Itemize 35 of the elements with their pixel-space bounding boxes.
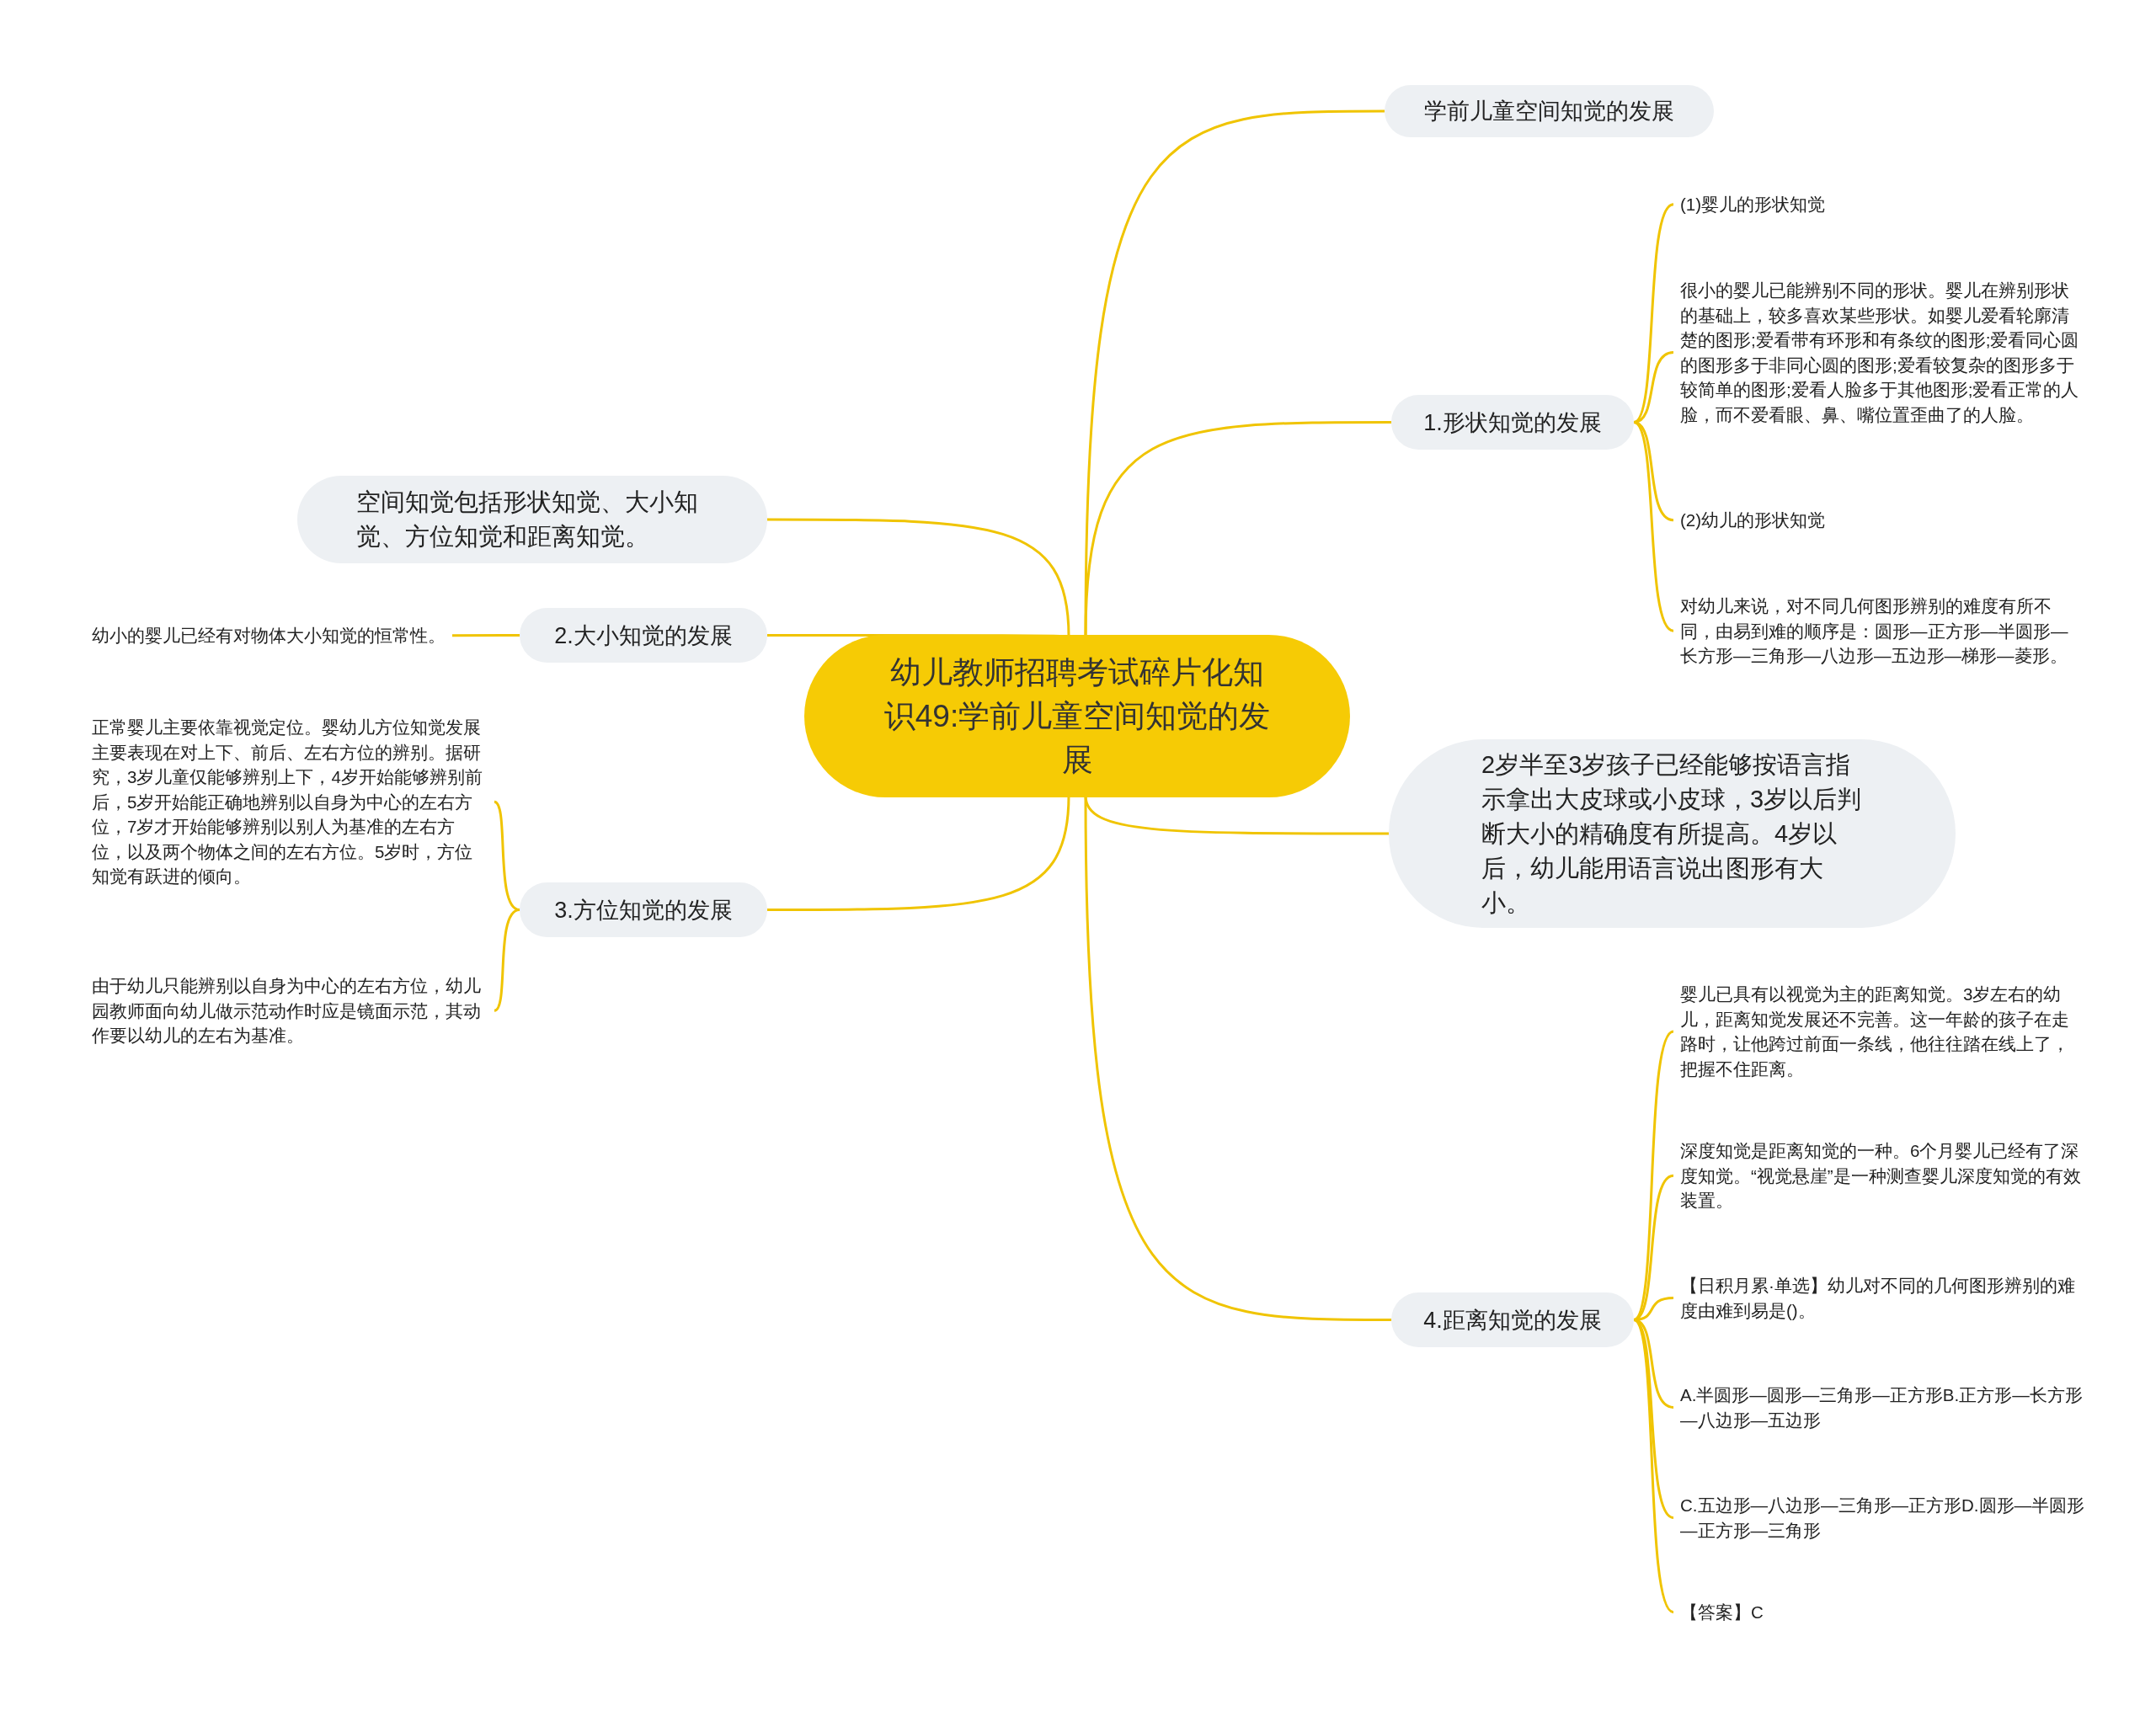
topic-box: 空间知觉包括形状知觉、大小知觉、方位知觉和距离知觉。 [297, 476, 767, 563]
note-text: C.五边形—八边形—三角形—正方形D.圆形—半圆形—正方形—三角形 [1680, 1493, 2084, 1543]
note-text: 【答案】C [1680, 1600, 1764, 1625]
topic-box: 4.距离知觉的发展 [1391, 1292, 1634, 1347]
connector-line [1633, 1319, 1674, 1409]
note-text: (1)婴儿的形状知觉 [1680, 192, 1826, 217]
note-text: 【日积月累·单选】幼儿对不同的几何图形辨别的难度由难到易是()。 [1680, 1273, 2084, 1323]
note-text: 婴儿已具有以视觉为主的距离知觉。3岁左右的幼儿，距离知觉发展还不完善。这一年龄的孩子在走路时，让他跨过前面一条线，他往往踏在线上了，把握不住距离。 [1680, 982, 2084, 1081]
note-text: A.半圆形—圆形—三角形—正方形B.正方形—长方形—八边形—五边形 [1680, 1383, 2084, 1432]
connector-line [1084, 421, 1391, 637]
topic-box: 3.方位知觉的发展 [520, 882, 767, 937]
connector-line [1084, 796, 1391, 1321]
central-topic-box: 幼儿教师招聘考试碎片化知识49:学前儿童空间知觉的发展 [804, 635, 1350, 797]
connector-line [1633, 421, 1674, 632]
connector-line [494, 909, 520, 1012]
note-text: 深度知觉是距离知觉的一种。6个月婴儿已经有了深度知觉。“视觉悬崖”是一种测查婴儿深度知觉的有效装置。 [1680, 1138, 2084, 1213]
connector-line [767, 795, 1070, 911]
connector-line [1632, 1030, 1674, 1321]
note-text: 由于幼儿只能辨别以自身为中心的左右方位，幼儿园教师面向幼儿做示范动作时应是镜面示范，其动作要以幼儿的左右为基准。 [92, 973, 488, 1048]
connector-line [1632, 1319, 1674, 1613]
note-text: (2)幼儿的形状知觉 [1680, 508, 1826, 533]
connector-line [1084, 109, 1385, 637]
connector-line [452, 634, 520, 637]
note-text: 正常婴儿主要依靠视觉定位。婴幼儿方位知觉发展主要表现在对上下、前后、左右方位的辨别。据研究，3岁儿童仅能够辨别上下，4岁开始能够辨别前后，5岁开始能正确地辨别以自身为中心的左右方位，7岁才开始能够辨别以别人为基准的左右方位，以及两个物体之间的左右方位。5岁时，方位知觉有跃进的倾向。 [92, 715, 488, 889]
topic-box: 2岁半至3岁孩子已经能够按语言指示拿出大皮球或小皮球，3岁以后判断大小的精确度有所提高。4岁以后，幼儿能用语言说出图形有大小。 [1389, 739, 1956, 928]
note-text: 对幼儿来说，对不同几何图形辨别的难度有所不同，由易到难的顺序是：圆形—正方形—半圆形—长方形—三角形—八边形—五边形—梯形—菱形。 [1680, 594, 2084, 669]
topic-box: 2.大小知觉的发展 [520, 608, 767, 663]
topic-box: 1.形状知觉的发展 [1391, 395, 1634, 450]
note-text: 幼小的婴儿已经有对物体大小知觉的恒常性。 [92, 623, 446, 648]
note-text: 很小的婴儿已能辨别不同的形状。婴儿在辨别形状的基础上，较多喜欢某些形状。如婴儿爱看轮廓清楚的图形;爱看带有环形和有条纹的图形;爱看同心圆的图形多于非同心圆的图形;爱看较复杂的图形多于较简单的图形;爱看人脸多于其他图形;爱看正常的人脸，而不爱看眼、鼻、嘴位置歪曲了的人脸。 [1680, 278, 2084, 427]
connector-line [767, 518, 1070, 637]
connector-line [1633, 1174, 1674, 1321]
connector-line [1633, 203, 1674, 424]
topic-box: 学前儿童空间知觉的发展 [1385, 85, 1714, 137]
connector-line [1633, 421, 1674, 522]
